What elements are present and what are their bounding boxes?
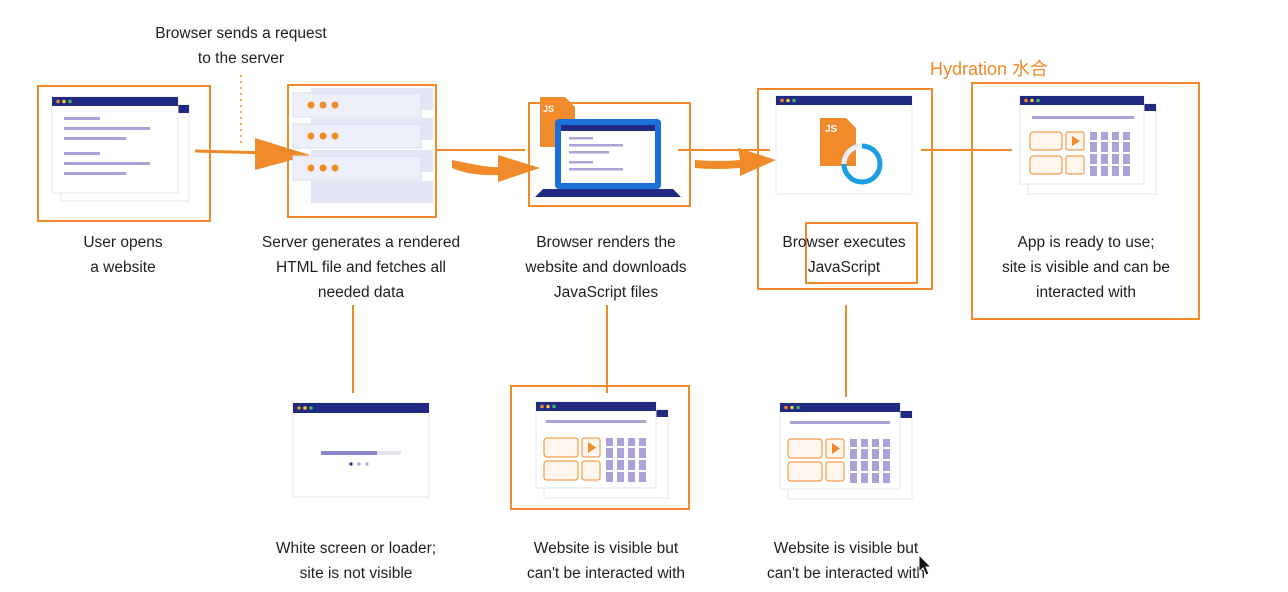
step-4-box — [757, 88, 933, 290]
arrow-1-head — [255, 138, 310, 170]
step-1-box — [37, 85, 211, 222]
step-4-text-box — [805, 222, 918, 284]
arrow-3-body — [695, 148, 776, 176]
step-1-label: User opens a website — [83, 234, 163, 276]
step-3-label: Browser renders the website and download… — [525, 234, 687, 301]
laptop-js-icon: JS — [535, 97, 681, 197]
step-5-label: App is ready to use; site is visible and… — [1001, 234, 1170, 301]
js-loading-icon: JS — [775, 95, 913, 195]
arrow-2-body — [452, 155, 540, 182]
step-5-box — [971, 82, 1200, 320]
request-note: Browser sends a request to the server — [155, 25, 327, 67]
state-1-label: White screen or loader; site is not visi… — [275, 540, 437, 582]
svg-text:JS: JS — [825, 124, 838, 135]
state-3-label: Website is visible but can't be interact… — [766, 540, 926, 582]
loader-window-icon — [292, 402, 430, 498]
static-window-icon — [779, 402, 913, 500]
step-2-label: Server generates a rendered HTML file an… — [261, 234, 461, 301]
browser-window-icon — [51, 96, 190, 202]
static-window-icon — [535, 401, 669, 499]
state-2-label: Website is visible but can't be interact… — [526, 540, 686, 582]
step-3-box — [528, 102, 691, 207]
step-4-label: Browser executes JavaScript — [782, 234, 906, 276]
server-stack-icon — [292, 88, 433, 203]
state-2-box — [510, 385, 690, 510]
mouse-cursor-icon — [918, 553, 933, 576]
app-window-icon — [1019, 95, 1157, 195]
svg-text:JS: JS — [543, 104, 554, 114]
step-2-box — [287, 84, 437, 218]
hydration-label: Hydration 水合 — [930, 59, 1049, 79]
